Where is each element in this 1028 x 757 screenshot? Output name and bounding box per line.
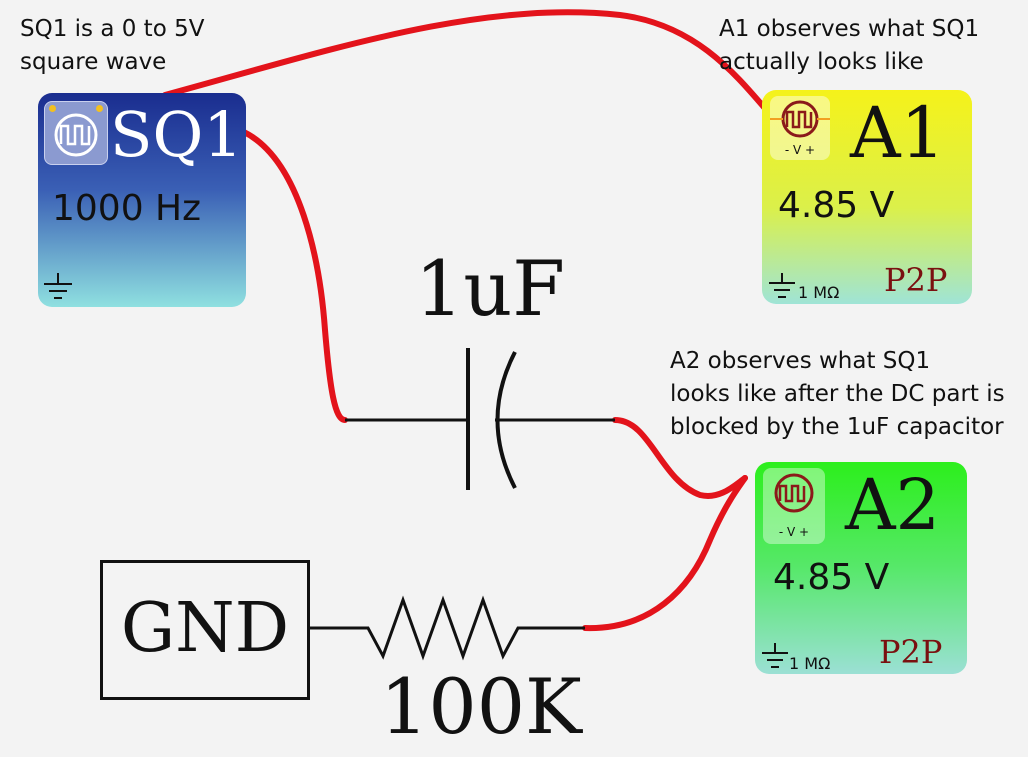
resistor-zigzag xyxy=(310,595,585,661)
capacitor-label: 1uF xyxy=(415,244,566,333)
a1-reading: 4.85 V xyxy=(778,185,895,226)
a2-ground-icon xyxy=(762,643,788,668)
terminal-dot-left xyxy=(49,105,56,112)
a1-mode-label: - V + xyxy=(784,143,816,157)
a1-ground-icon xyxy=(769,273,795,298)
capacitor-plate-curved xyxy=(495,351,517,489)
ground-label: GND xyxy=(120,589,290,668)
square-wave-icon[interactable] xyxy=(44,101,108,165)
wire-sq1-to-capacitor[interactable] xyxy=(241,129,348,423)
a2-mode-label: - V + xyxy=(778,525,810,539)
resistor-label: 100K xyxy=(380,662,582,751)
sq1-title: SQ1 xyxy=(110,98,243,171)
note-a1: A1 observes what SQ1 actually looks like xyxy=(719,16,980,75)
note-sq1: SQ1 is a 0 to 5V square wave xyxy=(20,16,205,75)
sq1-frequency: 1000 Hz xyxy=(52,188,202,229)
a1-title: A1 xyxy=(850,92,946,174)
wire-sq1-to-a1[interactable] xyxy=(162,9,778,123)
terminal-dot-right xyxy=(96,105,103,112)
a2-impedance: 1 MΩ xyxy=(789,654,831,673)
wire-resistor-to-a2[interactable] xyxy=(582,475,748,632)
a2-mode-icon[interactable]: - V + xyxy=(763,468,825,544)
a1-impedance: 1 MΩ xyxy=(798,283,840,302)
ground-icon xyxy=(44,273,72,299)
ground-block[interactable]: GND xyxy=(100,560,310,700)
a2-analyzer-block[interactable]: - V + A2 4.85 V 1 MΩ P2P xyxy=(755,462,967,674)
a1-tag[interactable]: P2P xyxy=(884,261,948,299)
a1-mode-icon[interactable]: - V + xyxy=(770,96,830,160)
a1-analyzer-block[interactable]: - V + A1 4.85 V 1 MΩ P2P xyxy=(762,90,972,304)
a2-reading: 4.85 V xyxy=(773,557,890,598)
sq1-generator-block[interactable]: SQ1 1000 Hz xyxy=(38,93,246,307)
a2-tag[interactable]: P2P xyxy=(879,633,943,671)
wire-capacitor-to-a2[interactable] xyxy=(612,417,748,499)
a2-title: A2 xyxy=(845,464,941,546)
note-a2: A2 observes what SQ1 looks like after th… xyxy=(670,348,1005,440)
